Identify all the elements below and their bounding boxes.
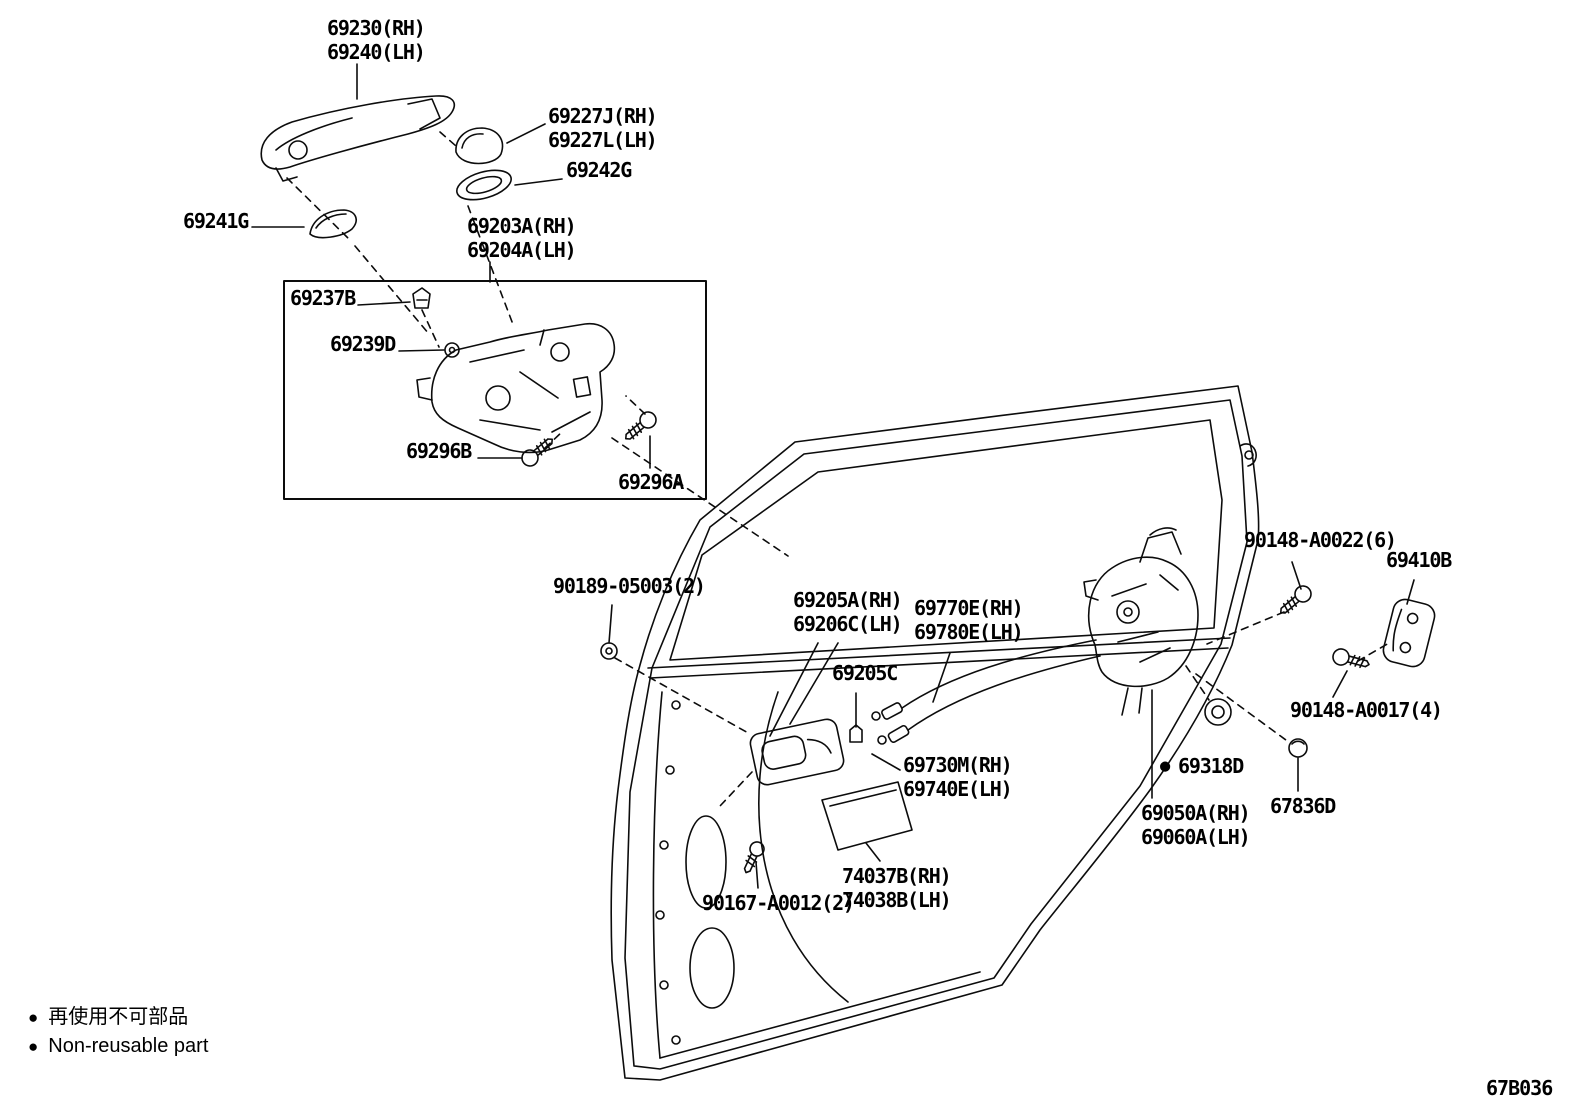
non-reusable-bullet-icon: ● bbox=[28, 1037, 39, 1056]
part-number: 69230(RH) bbox=[327, 16, 426, 40]
outside-door-handle bbox=[260, 95, 456, 182]
part-number: 69242G bbox=[566, 158, 632, 182]
label-lock-cable: 69770E(RH) 69780E(LH) bbox=[914, 596, 1024, 644]
frame-subassembly-box bbox=[283, 280, 707, 500]
part-number: 69296B bbox=[406, 439, 472, 463]
screw-69296b bbox=[521, 438, 554, 467]
label-screw-90148-a0022: 90148-A0022(6) bbox=[1244, 528, 1397, 552]
part-number: 69227J(RH) bbox=[548, 104, 658, 128]
grommet-90189 bbox=[600, 642, 618, 660]
handle-bezel-69242 bbox=[456, 169, 512, 201]
part-number: 69770E(RH) bbox=[914, 596, 1024, 620]
striker-plate-69410 bbox=[1382, 598, 1436, 668]
screw-90148-a0017 bbox=[1332, 648, 1370, 669]
part-number: 69740E(LH) bbox=[903, 777, 1013, 801]
legend: ● 再使用不可部品 ● Non-reusable part bbox=[28, 1005, 208, 1059]
handle-cover-69227 bbox=[455, 127, 504, 165]
door-panel bbox=[610, 385, 1260, 1081]
label-washer-69318: ● 69318D bbox=[1160, 754, 1244, 778]
assembly-dashed-lines bbox=[286, 131, 1390, 807]
part-number: 90148-A0022(6) bbox=[1244, 528, 1397, 552]
label-screw-69296b: 69296B bbox=[406, 439, 472, 463]
part-number: 67836D bbox=[1270, 794, 1336, 818]
grommet-69239 bbox=[444, 342, 460, 358]
legend-text-jp: 再使用不可部品 bbox=[48, 1006, 189, 1028]
part-number: 69227L(LH) bbox=[548, 128, 658, 152]
part-number: 74038B(LH) bbox=[842, 888, 952, 912]
part-number: 69296A bbox=[618, 470, 684, 494]
part-number: 90167-A0012(2) bbox=[702, 891, 855, 915]
label-screw-69296a: 69296A bbox=[618, 470, 684, 494]
part-number: 69204A(LH) bbox=[467, 238, 577, 262]
part-number: 90189-05003(2) bbox=[553, 574, 706, 598]
clip-69205c bbox=[849, 724, 863, 743]
part-number: 69780E(LH) bbox=[914, 620, 1024, 644]
part-number: 69205C bbox=[832, 661, 898, 685]
part-number: 74037B(RH) bbox=[842, 864, 952, 888]
legend-text-en: Non-reusable part bbox=[48, 1035, 209, 1057]
part-number: 69318D bbox=[1178, 754, 1244, 778]
part-number: 69239D bbox=[330, 332, 396, 356]
part-number: 69241G bbox=[183, 209, 249, 233]
part-number: 69206C(LH) bbox=[793, 612, 903, 636]
handle-trim-74037 bbox=[821, 781, 913, 851]
grommet-67836 bbox=[1288, 738, 1308, 758]
label-grommet-67836: 67836D bbox=[1270, 794, 1336, 818]
label-clip-69205c: 69205C bbox=[832, 661, 898, 685]
part-number: 69205A(RH) bbox=[793, 588, 903, 612]
label-grommet-90189: 90189-05003(2) bbox=[553, 574, 706, 598]
non-reusable-bullet-icon: ● bbox=[1160, 756, 1170, 776]
screw-90167 bbox=[743, 841, 765, 874]
handle-cover-69241 bbox=[309, 209, 357, 239]
part-number: 69060A(LH) bbox=[1141, 825, 1251, 849]
label-striker-plate: 69410B bbox=[1386, 548, 1452, 572]
part-number: 69410B bbox=[1386, 548, 1452, 572]
label-outside-handle: 69230(RH) 69240(LH) bbox=[327, 16, 426, 64]
label-grommet-69239: 69239D bbox=[330, 332, 396, 356]
washer-69318 bbox=[1204, 698, 1232, 726]
label-handle-cover: 69227J(RH) 69227L(LH) bbox=[548, 104, 658, 152]
legend-row-jp: ● 再使用不可部品 bbox=[28, 1005, 208, 1030]
label-handle-trim: 74037B(RH) 74038B(LH) bbox=[842, 864, 952, 912]
drawing-code: 67B036 bbox=[1486, 1076, 1553, 1099]
door-lock-assembly bbox=[1083, 527, 1199, 716]
part-number: 69730M(RH) bbox=[903, 753, 1013, 777]
leader-lines bbox=[251, 63, 1415, 889]
part-number: 69237B bbox=[290, 286, 356, 310]
label-screw-90167: 90167-A0012(2) bbox=[702, 891, 855, 915]
label-handle-bezel: 69242G bbox=[566, 158, 632, 182]
lock-control-cables bbox=[871, 639, 1101, 745]
label-clip-69237: 69237B bbox=[290, 286, 356, 310]
part-number: 90148-A0017(4) bbox=[1290, 698, 1443, 722]
clip-69237 bbox=[412, 287, 431, 309]
label-screw-90148-a0017: 90148-A0017(4) bbox=[1290, 698, 1443, 722]
part-number: 69050A(RH) bbox=[1141, 801, 1251, 825]
non-reusable-bullet-icon: ● bbox=[28, 1008, 39, 1027]
inside-handle-69205 bbox=[749, 718, 845, 786]
legend-row-en: ● Non-reusable part bbox=[28, 1034, 208, 1059]
label-inside-handle: 69205A(RH) 69206C(LH) bbox=[793, 588, 903, 636]
label-handle-cover-69241: 69241G bbox=[183, 209, 249, 233]
label-cable-69730: 69730M(RH) 69740E(LH) bbox=[903, 753, 1013, 801]
screw-69296a bbox=[624, 411, 657, 440]
label-handle-frame: 69203A(RH) 69204A(LH) bbox=[467, 214, 577, 262]
screw-90148-a0022 bbox=[1279, 585, 1312, 614]
part-number: 69240(LH) bbox=[327, 40, 426, 64]
label-lock-assembly: 69050A(RH) 69060A(LH) bbox=[1141, 801, 1251, 849]
handle-frame-69203 bbox=[416, 322, 616, 454]
part-number: 69203A(RH) bbox=[467, 214, 577, 238]
